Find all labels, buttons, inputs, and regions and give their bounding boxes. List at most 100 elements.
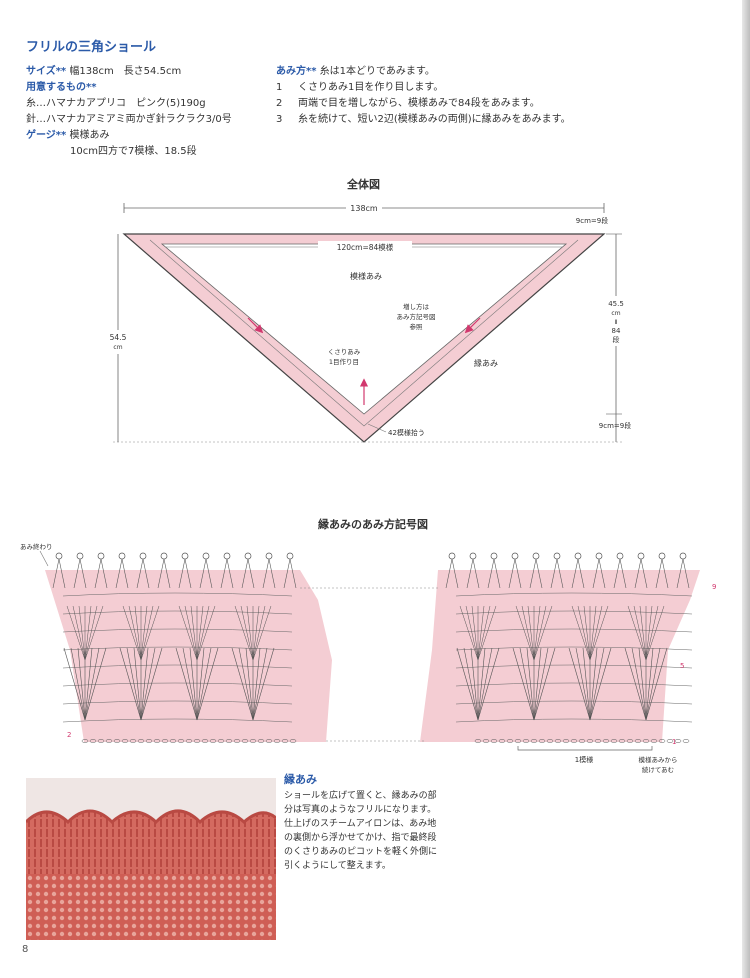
fan-stitch xyxy=(196,605,216,661)
overall-diagram-title: 全体図 xyxy=(347,178,380,191)
fan-stitch xyxy=(589,605,603,661)
row-line xyxy=(455,592,693,597)
fan-stitch xyxy=(582,647,591,721)
fan-stitch xyxy=(175,647,198,721)
fan-stitch xyxy=(240,605,254,661)
fan-stitch xyxy=(134,605,142,661)
chain-stitch xyxy=(546,739,554,743)
instructions-intro-line: あみ方** 糸は1本どりであみます。 xyxy=(276,64,696,80)
leader-line xyxy=(367,423,387,433)
start-note-line1: くさりあみ xyxy=(328,348,361,356)
picot-symbol xyxy=(490,552,498,560)
instruction-step: 1 くさりあみ1目を作り目します。 xyxy=(276,80,696,96)
chain-stitch xyxy=(209,739,217,743)
fan-stitch xyxy=(84,605,104,661)
size-label: サイズ** xyxy=(26,66,67,77)
chain-stitch xyxy=(482,739,490,743)
row-label-1: 1 xyxy=(672,738,676,746)
picot-symbol xyxy=(595,552,603,560)
fan-stitch xyxy=(234,605,254,661)
fan-stitch xyxy=(589,647,605,721)
height-label-unit: cm xyxy=(113,344,122,351)
gauge-label: ゲージ** xyxy=(26,130,67,141)
fan-stitch xyxy=(477,605,491,661)
fan-stitch xyxy=(184,605,198,661)
fan-stitch xyxy=(119,647,142,721)
instruction-step: 3 糸を続けて、短い2辺(模様あみの両側)に縁あみをあみます。 xyxy=(276,112,696,128)
picot-symbol xyxy=(553,552,561,560)
picot-symbol xyxy=(139,552,147,560)
fan-stitch xyxy=(196,647,219,721)
picot-chain xyxy=(220,558,234,589)
chain-stitch xyxy=(626,739,634,743)
chain-stitch xyxy=(185,739,193,743)
chart-diagram-title: 縁あみのあみ方記号図 xyxy=(318,518,428,531)
fan-stitch xyxy=(252,605,260,661)
fan-stitch xyxy=(568,647,591,721)
picot-symbol xyxy=(244,552,252,560)
fan-stitch xyxy=(456,647,479,721)
chain-stitch xyxy=(257,739,265,743)
row-line xyxy=(62,610,293,615)
instructions-label: あみ方** xyxy=(276,66,317,77)
increase-note-line1: 増し方は xyxy=(403,302,430,311)
fan-stitch xyxy=(577,605,591,661)
chain-stitch xyxy=(249,739,257,743)
gauge-line: ゲージ** 模様あみ xyxy=(26,128,276,144)
fan-stitch xyxy=(470,647,479,721)
fan-stitch xyxy=(252,647,275,721)
fan-stitch xyxy=(122,605,142,661)
chain-stitch xyxy=(570,739,578,743)
picot-chain xyxy=(550,558,564,589)
row-line xyxy=(455,628,693,633)
fan-stitch xyxy=(645,605,653,661)
row-label-2: 2 xyxy=(67,731,71,739)
row-line xyxy=(455,664,693,669)
fan-stitch xyxy=(571,605,591,661)
fan-stitch xyxy=(645,605,665,661)
step-number: 3 xyxy=(276,114,283,125)
chain-stitch xyxy=(241,739,249,743)
chain-stitch xyxy=(153,739,161,743)
row-line xyxy=(62,628,293,633)
needle-line: 針…ハマナカアミアミ両かぎ針ラクラク3/0号 xyxy=(26,114,232,125)
chart-panel-right xyxy=(420,570,700,742)
picot-symbol xyxy=(97,552,105,560)
picot-chain xyxy=(178,558,192,589)
materials-block: サイズ** 幅138cm 長さ54.5cm 用意するもの** 糸…ハマナカアプリ… xyxy=(26,64,276,160)
picot-symbol xyxy=(469,552,477,560)
picot-chain xyxy=(508,558,522,589)
photo-caption-heading: 縁あみ xyxy=(284,773,317,786)
fan-stitch xyxy=(140,605,160,661)
chain-stitch xyxy=(121,739,129,743)
picot-chain xyxy=(94,558,108,589)
chain-stitch xyxy=(137,739,145,743)
picot-chain xyxy=(529,558,543,589)
chain-stitch xyxy=(586,739,594,743)
right-top-label: 9cm=9段 xyxy=(576,216,608,225)
fan-stitch xyxy=(589,647,612,721)
chain-stitch xyxy=(289,739,297,743)
chain-stitch xyxy=(193,739,201,743)
end-label: あみ終わり xyxy=(20,542,53,551)
chain-stitch xyxy=(169,739,177,743)
fan-stitch xyxy=(252,605,266,661)
edge-guide-line xyxy=(149,239,579,427)
fan-stitch xyxy=(633,605,647,661)
row-line xyxy=(455,682,693,687)
right-mid-value: 45.5 xyxy=(608,300,624,308)
row-line xyxy=(62,646,293,651)
picot-symbol xyxy=(223,552,231,560)
picot-symbol xyxy=(265,552,273,560)
edging-photo xyxy=(26,778,276,940)
row-line xyxy=(62,700,293,705)
picot-chain xyxy=(241,558,255,589)
chain-stitch xyxy=(265,739,273,743)
chain-stitch xyxy=(594,739,602,743)
chain-stitch xyxy=(530,739,538,743)
fan-stitch xyxy=(638,647,647,721)
picot-symbol xyxy=(160,552,168,560)
chain-stitch xyxy=(610,739,618,743)
chain-stitch xyxy=(201,739,209,743)
fan-stitch xyxy=(196,605,210,661)
